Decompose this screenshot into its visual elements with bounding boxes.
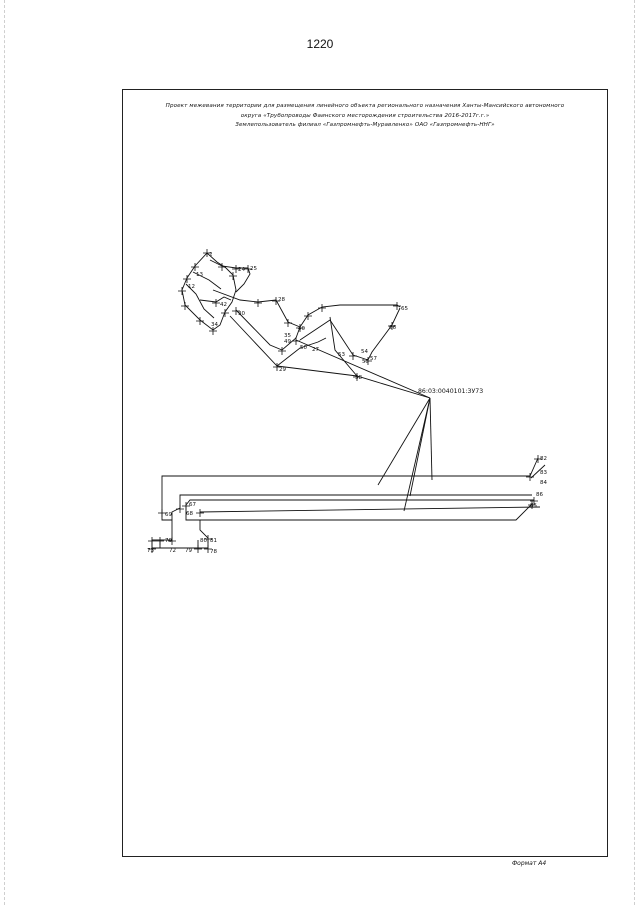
drawing-title: Проект межевания территории для размещен… [122,102,608,131]
point-label: 82 [540,456,547,462]
right-edge-line [634,0,635,905]
parcel-label: 86:03:0040101:ЗУ73 [418,388,483,395]
point-label: 12 [188,284,195,290]
point-label: 27 [312,347,319,353]
point-label: 72 [169,548,176,554]
page-number: 1220 [306,37,334,51]
point-label: 79 [185,548,192,554]
point-label: 29 [279,367,286,373]
title-line-1: Проект межевания территории для размещен… [165,103,565,109]
point-label: 67 [189,502,196,508]
point-label: 70 [165,538,172,544]
point-label: 84 [540,480,547,486]
point-label: 50 [300,345,307,351]
point-label: 66 [389,325,396,331]
point-label: 34 [211,322,218,328]
point-label: 55 [362,359,369,365]
point-label: 24 [238,267,245,273]
point-label: 80 [200,538,207,544]
left-edge-line [4,0,5,905]
point-label: 78 [210,549,217,555]
point-label: 69 [165,512,172,518]
point-label: 42 [220,302,227,308]
point-label: 68 [186,511,193,517]
point-label: 81 [210,538,217,544]
point-label: 85 [530,503,537,509]
point-label: 35 [284,333,291,339]
point-label: 13 [196,272,203,278]
title-line-2: округа «Трубопроводы Фаинского месторожд… [240,112,490,119]
point-label: 53 [338,352,345,358]
point-label: 2 [209,252,213,258]
point-label: 83 [540,470,547,476]
point-label: 49 [284,339,291,345]
format-label: Формат А4 [512,860,547,867]
point-label: 30 [238,311,245,317]
point-label: 73 [147,548,154,554]
point-label: 28 [278,297,285,303]
point-label: 57 [370,356,377,362]
point-label: 65 [401,306,408,312]
point-label: 86 [536,492,543,498]
point-label: 40 [298,326,305,332]
drawing-frame [122,89,608,857]
title-line-3: Землепользователь филиал «Газпромнефть-М… [235,122,495,128]
point-label: 25 [250,266,257,272]
point-label: 54 [361,349,368,355]
point-label: 58 [355,375,362,381]
